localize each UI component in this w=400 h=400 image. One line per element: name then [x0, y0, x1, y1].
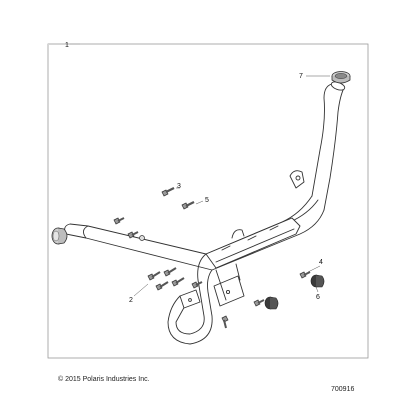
tube-bend-outer — [289, 199, 319, 223]
callout-3: 3 — [177, 183, 181, 190]
bolt-lower-3 — [191, 281, 203, 289]
callout-6: 7 — [299, 73, 303, 80]
bolt-left-2 — [127, 231, 139, 239]
end-cap-top — [331, 71, 351, 84]
bolt-3 — [161, 187, 175, 197]
bolt-group-2b — [155, 281, 169, 291]
bolt-group-2d — [171, 277, 185, 287]
bolt-group-2a — [147, 271, 161, 281]
end-cap-lower — [264, 296, 279, 310]
callouts — [133, 75, 330, 297]
bolt-left-1 — [113, 217, 125, 225]
bolt-5 — [181, 201, 195, 210]
diagram-frame — [47, 43, 369, 359]
bolt-4 — [299, 271, 311, 279]
figure-number: 700916 — [331, 386, 355, 393]
lower-loop-front — [175, 253, 207, 335]
callout-2: 2 — [129, 297, 133, 304]
bolt-lower-1 — [221, 315, 229, 329]
bumper-assembly — [64, 81, 346, 345]
callout-5: 5 — [205, 197, 209, 204]
callout-1: 1 — [65, 42, 69, 49]
lower-loop-back — [167, 269, 213, 345]
fasteners — [113, 187, 311, 329]
end-cap-left — [51, 227, 68, 245]
callout-7: 6 — [316, 294, 320, 301]
left-tube-end — [83, 225, 89, 239]
callout-4: 4 — [319, 259, 323, 266]
washer-left — [139, 235, 145, 241]
upright-tube — [311, 83, 345, 211]
copyright-text: © 2015 Polaris Industries Inc. — [58, 376, 150, 383]
bracket-plate — [205, 217, 301, 269]
end-cap-7 — [310, 274, 325, 288]
main-tube-bottom-edge — [85, 209, 325, 271]
bolt-group-2c — [163, 267, 177, 277]
bolt-lower-2 — [253, 299, 265, 307]
bracket-tab-1 — [231, 229, 245, 239]
